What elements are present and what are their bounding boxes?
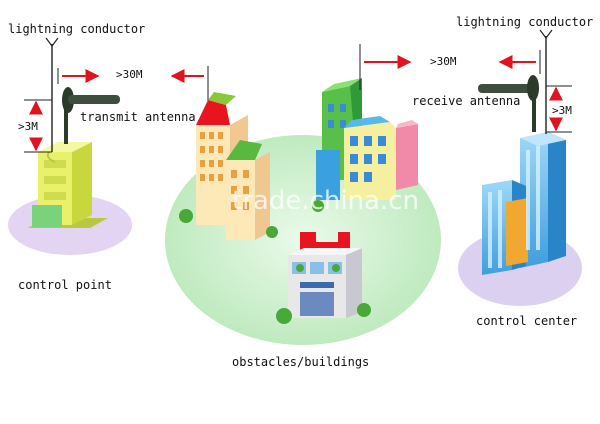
control-point-label: control point xyxy=(18,278,112,292)
receive-antenna xyxy=(478,75,539,132)
control-center-label: control center xyxy=(476,314,578,328)
watermark: trade.china.cn xyxy=(232,186,420,216)
obstacle-building-2 xyxy=(312,78,418,212)
transmit-antenna xyxy=(62,87,120,144)
lightning-conductor-label-right: lightning conductor xyxy=(456,15,594,29)
lightning-conductor-label-left: lightning conductor xyxy=(8,22,146,36)
transmit-antenna-label: transmit antenna xyxy=(80,110,196,124)
left-horizontal-distance: >30M xyxy=(116,68,143,81)
receive-antenna-label: receive antenna xyxy=(412,94,521,108)
right-horizontal-distance: >30M xyxy=(430,55,457,68)
right-vertical-distance: >3M xyxy=(552,104,572,117)
obstacle-building-3 xyxy=(276,232,371,324)
control-center-building xyxy=(482,132,566,275)
control-point-building xyxy=(28,142,108,228)
obstacles-label: obstacles/buildings xyxy=(232,355,370,369)
left-vertical-distance: >3M xyxy=(18,120,38,133)
obstacle-building-1 xyxy=(179,92,278,240)
